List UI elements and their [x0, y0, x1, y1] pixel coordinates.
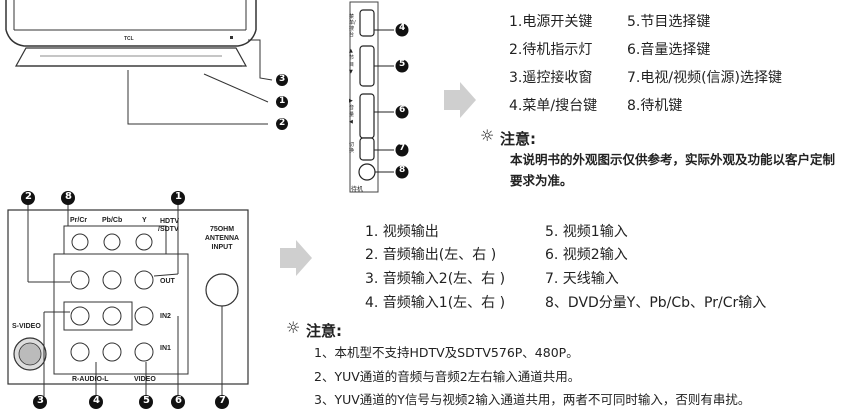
standby-indicator-icon: [230, 36, 233, 39]
legend-item: 5. 视频1输入: [545, 224, 628, 240]
back-panel-diagram: [7, 191, 249, 409]
callout-3-icon: [276, 74, 288, 86]
back-callout-8: 8: [65, 191, 72, 202]
standby-label: 待机: [351, 186, 364, 193]
legend-item: 4. 音频输入1(左、右 ): [365, 295, 506, 311]
channel-button-glyph: ▲ 节目 ▼: [349, 48, 355, 75]
back-callout-5: 5: [143, 395, 150, 406]
callout-2-label: 2: [279, 118, 286, 128]
back-callout-4: 4: [93, 395, 100, 406]
note-top-text: 本说明书的外观图示仅供参考，实际外观及功能以客户定制要求为准。: [510, 152, 836, 188]
callout-3-label: 3: [279, 74, 286, 84]
lightbulb-icon: ☼: [480, 126, 495, 145]
callout-7-label: 7: [399, 143, 406, 153]
menu-button-glyph: 菜单/搜台: [349, 14, 356, 38]
back-callout-1: 1: [175, 191, 182, 202]
tv-brand-label: TCL: [124, 36, 134, 42]
callout-6-label: 6: [399, 105, 406, 115]
hdtv-label: HDTV: [160, 218, 180, 225]
back-callout-7: 7: [219, 395, 226, 406]
legend-item: 7. 天线输入: [545, 271, 619, 287]
callout-4-label: 4: [399, 23, 406, 33]
in1-label: IN1: [160, 345, 171, 352]
back-callout-3: 3: [37, 395, 44, 406]
tv-front-diagram: TCL: [5, 0, 288, 130]
legend-item: 8.待机键: [627, 98, 683, 114]
callout-8-label: 8: [399, 165, 406, 175]
audio-label: R-AUDIO-L: [72, 376, 109, 383]
back-callout-2: 2: [25, 191, 32, 202]
legend-item: 1. 视频输出: [365, 224, 439, 240]
y-label: Y: [142, 217, 147, 224]
callout-1-label: 1: [279, 96, 286, 106]
s-video-label: S-VIDEO: [12, 323, 41, 330]
legend-item: 3.遥控接收窗: [509, 70, 593, 86]
note-top-title: 注意:: [500, 130, 536, 148]
source-button-glyph: 切换: [349, 142, 355, 154]
back-callout-6: 6: [175, 395, 182, 406]
callout-2-icon: [276, 118, 288, 130]
legend-item: 5.节目选择键: [627, 14, 711, 30]
arrow-right-icon: [444, 82, 476, 118]
legend-item: 1.电源开关键: [509, 14, 593, 30]
legend-item: 2.待机指示灯: [509, 42, 593, 58]
note-bottom-title: 注意:: [306, 322, 342, 340]
legend-item: 3. 音频输入2(左、右 ): [365, 271, 506, 287]
lightbulb-icon: ☼: [286, 318, 301, 337]
in2-label: IN2: [160, 313, 171, 320]
arrow-right-icon: [280, 240, 312, 276]
legend-item: 7.电视/视频(信源)选择键: [627, 70, 782, 86]
callout-5-label: 5: [399, 59, 406, 69]
video-label: VIDEO: [134, 376, 156, 383]
pb-cb-label: Pb/Cb: [102, 217, 123, 224]
legend-item: 8、DVD分量Y、Pb/Cb、Pr/Cr输入: [545, 295, 767, 311]
legend-item: 6.音量选择键: [627, 42, 711, 58]
side-panel-diagram: [349, 1, 409, 193]
note-bottom-line-2: 2、YUV通道的音频与音频2左右输入通道共用。: [314, 369, 581, 384]
sdtv-label: /SDTV: [158, 226, 179, 233]
note-bottom-line-3: 3、YUV通道的Y信号与视频2输入通道共用，两者不可同时输入，否则有串扰。: [314, 392, 751, 407]
out-label: OUT: [160, 278, 175, 285]
pr-cr-label: Pr/Cr: [70, 217, 88, 224]
note-bottom-line-1: 1、本机型不支持HDTV及SDTV576P、480P。: [314, 345, 579, 360]
legend-item: 2. 音频输出(左、右 ): [365, 247, 497, 263]
volume-button-glyph: ▶ 音量 ◀: [349, 98, 355, 125]
legend-item: 6. 视频2输入: [545, 247, 628, 263]
antenna-label: 75OHM ANTENNA INPUT: [204, 226, 240, 251]
legend-item: 4.菜单/搜台键: [509, 98, 598, 114]
callout-1-icon: [276, 96, 288, 108]
